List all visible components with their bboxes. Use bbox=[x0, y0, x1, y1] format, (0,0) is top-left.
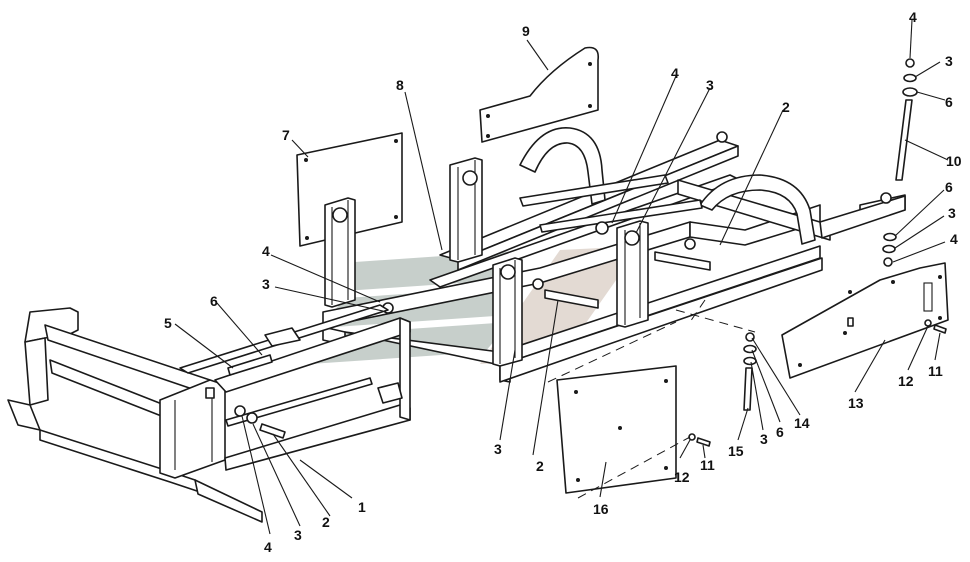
callout-11-right: 11 bbox=[928, 363, 943, 379]
callout-labels: 1 2 2 2 3 3 3 3 3 3 3 4 4 4 4 4 5 6 6 6 … bbox=[164, 9, 962, 555]
part-9-top-panel bbox=[479, 46, 600, 143]
callout-6-right: 6 bbox=[776, 424, 784, 440]
part-16-side-panel bbox=[556, 365, 677, 494]
callout-3-stack-upper: 3 bbox=[945, 53, 953, 69]
callout-9: 9 bbox=[522, 23, 530, 39]
callout-8: 8 bbox=[396, 77, 404, 93]
callout-leaders bbox=[174, 19, 949, 535]
callout-1: 1 bbox=[358, 499, 366, 515]
callout-4-front: 4 bbox=[264, 539, 272, 555]
part-1-front-bumper bbox=[7, 304, 411, 523]
callout-4-left: 4 bbox=[262, 243, 270, 259]
callout-16: 16 bbox=[593, 501, 609, 517]
callout-4-stack-upper: 4 bbox=[909, 9, 917, 25]
callout-2-lower: 2 bbox=[536, 458, 544, 474]
callout-3-left: 3 bbox=[262, 276, 270, 292]
callout-12-lower: 12 bbox=[674, 469, 690, 485]
part-7-back-panel bbox=[296, 132, 403, 247]
callout-4-top: 4 bbox=[671, 65, 679, 81]
callout-3-top: 3 bbox=[706, 77, 714, 93]
callout-13: 13 bbox=[848, 395, 864, 411]
callout-3-front: 3 bbox=[294, 527, 302, 543]
part-13-side-panel bbox=[781, 262, 949, 379]
callout-12-right: 12 bbox=[898, 373, 914, 389]
callout-2-front: 2 bbox=[322, 514, 330, 530]
callout-3-stack-lower: 3 bbox=[948, 205, 956, 221]
callout-7: 7 bbox=[282, 127, 290, 143]
callout-14: 14 bbox=[794, 415, 810, 431]
callout-6-stack-lower: 6 bbox=[945, 179, 953, 195]
assembly-guide-lines bbox=[547, 299, 756, 499]
callout-3-center: 3 bbox=[494, 441, 502, 457]
callout-11-lower: 11 bbox=[700, 457, 715, 473]
callout-10: 10 bbox=[946, 153, 962, 169]
callout-2-upper: 2 bbox=[782, 99, 790, 115]
callout-5: 5 bbox=[164, 315, 172, 331]
callout-3-right: 3 bbox=[760, 431, 768, 447]
front-fasteners bbox=[227, 354, 286, 439]
callout-15: 15 bbox=[728, 443, 744, 459]
part-8-main-frame bbox=[322, 127, 906, 383]
callout-4-stack-lower: 4 bbox=[950, 231, 958, 247]
callout-6-front: 6 bbox=[210, 293, 218, 309]
callout-6-stack-upper: 6 bbox=[945, 94, 953, 110]
